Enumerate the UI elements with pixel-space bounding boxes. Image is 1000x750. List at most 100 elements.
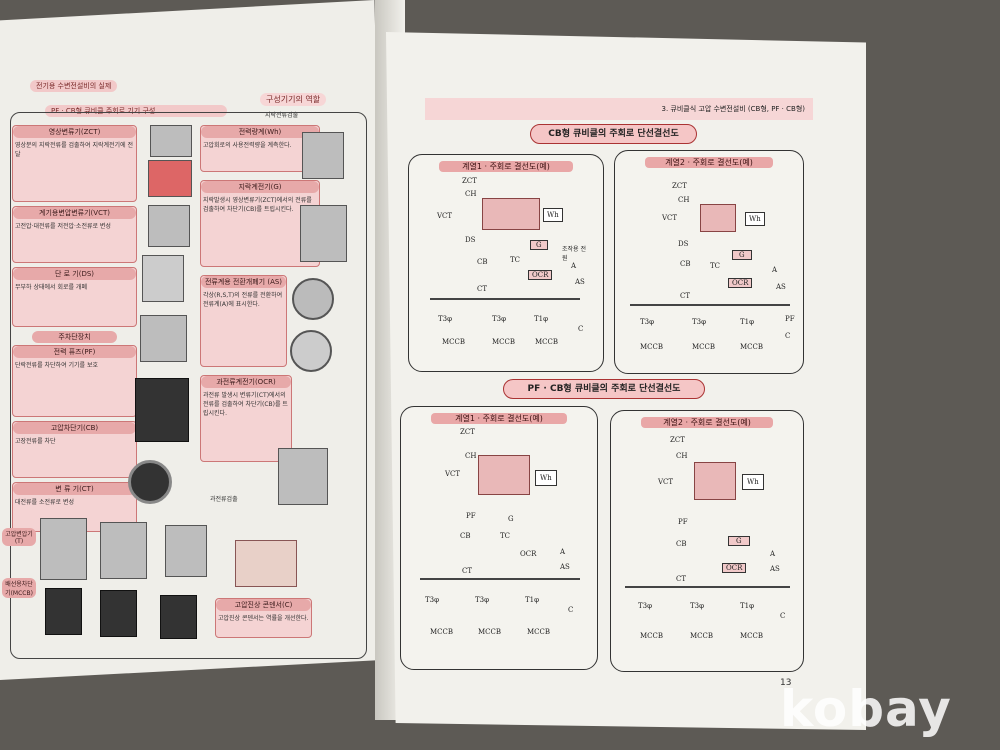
ocr-relay: OCR <box>528 270 553 280</box>
mccb-1 <box>45 588 82 635</box>
mccb-label: 배선용차단기(MCCB) <box>2 578 36 598</box>
label-mccb: MCCB <box>478 628 502 636</box>
item-label: 전류계용 전환개폐기 (AS) <box>201 276 286 288</box>
bus-line <box>430 298 580 300</box>
vct-box <box>700 204 736 232</box>
label-tc: TC <box>510 256 521 264</box>
label-t1: T1φ <box>525 596 540 604</box>
label-t3: T3φ <box>438 315 453 323</box>
label-c: C <box>578 325 584 333</box>
wh-meter: Wh <box>742 474 764 490</box>
item-label: 단 로 기(DS) <box>13 268 136 280</box>
g-relay: G <box>728 536 750 546</box>
mccb-3 <box>160 595 197 639</box>
diagram-pfcb-1: 계열1 · 주회로 결선도(예) <box>400 406 598 670</box>
ground-fault-note: 지락전류검출 <box>265 112 299 119</box>
left-item-list: 영상변류기(ZCT) 영상분의 지락전류를 검출하여 지락계전기에 전달 계기용… <box>12 125 137 532</box>
label-trip-source: 조작용 전원 <box>562 246 586 262</box>
diagram-cb-2: 계열2 · 주회로 결선도(예) <box>614 150 804 374</box>
item-text: 대전류를 소전류로 변성 <box>15 499 75 506</box>
label-a: A <box>560 548 566 556</box>
cb-device <box>135 378 189 442</box>
item-label: 전력량계(Wh) <box>201 126 319 138</box>
wh-meter: Wh <box>543 208 563 222</box>
item-text: 과전류 발생시 변류기(CT)에서의 전류를 검출하여 차단기(CB)를 트립시… <box>203 392 288 417</box>
label-mccb: MCCB <box>527 628 551 636</box>
label-ch: CH <box>465 452 477 460</box>
bus-line <box>630 304 790 306</box>
as-switch-device <box>290 330 332 372</box>
label-mccb: MCCB <box>640 343 664 351</box>
item-text: 고장전류를 차단 <box>15 438 56 445</box>
label-t3: T3φ <box>640 318 655 326</box>
right-page-header: 3. 큐비클식 고압 수변전설비 (CB형, PF · CB형) <box>425 98 813 120</box>
label-c: C <box>568 606 574 614</box>
wh-meter: Wh <box>535 470 557 486</box>
label-pf: PF <box>678 518 688 526</box>
label-c: C <box>780 612 786 620</box>
item-ds: 단 로 기(DS) 무부하 상태에서 회로를 개폐 <box>12 267 137 327</box>
diagram-cb-1: 계열1 · 주회로 결선도(예) <box>408 154 604 372</box>
item-text: 각상(R,S,T)의 전류를 전환하여 전류계(A)에 표시한다. <box>203 292 283 308</box>
label-as: AS <box>575 278 585 286</box>
label-mccb: MCCB <box>740 632 764 640</box>
item-label: 변 류 기(CT) <box>13 483 136 495</box>
item-text: 고전압·대전류를 저전압·소전류로 변성 <box>15 223 111 230</box>
item-zct: 영상변류기(ZCT) 영상분의 지락전류를 검출하여 지락계전기에 전달 <box>12 125 137 202</box>
label-mccb: MCCB <box>430 628 454 636</box>
diagram-pfcb-2: 계열2 · 주회로 결선도(예) <box>610 410 804 672</box>
label-a: A <box>571 262 577 270</box>
bus-line <box>420 578 580 580</box>
ocr-relay: OCR <box>722 563 747 573</box>
left-diagram-frame <box>10 112 367 659</box>
ocr-relay: OCR <box>728 278 753 288</box>
vct-box <box>482 198 540 230</box>
item-text: 단락전류를 차단하여 기기를 보호 <box>15 362 99 369</box>
label-cb: CB <box>477 258 488 266</box>
section1-title: CB형 큐비클의 주회로 단선결선도 <box>530 124 697 144</box>
label-vct: VCT <box>445 470 461 478</box>
label-vct: VCT <box>658 478 674 486</box>
left-page-header: 전기용 수변전설비의 실제 <box>30 80 118 92</box>
item-c: 고압진상 콘덴서(C) 고압진상 콘덴서는 역률을 개선한다. <box>215 598 312 638</box>
overcurrent-note: 과전류검출 <box>210 496 238 503</box>
item-text: 무부하 상태에서 회로를 개폐 <box>15 284 87 291</box>
label-cb: CB <box>680 260 691 268</box>
mccb-2 <box>100 590 137 637</box>
label-mccb: MCCB <box>640 632 664 640</box>
label-ch: CH <box>678 196 690 204</box>
label-t1: T1φ <box>534 315 549 323</box>
wh-meter-device <box>302 132 344 179</box>
label-mccb: MCCB <box>492 338 516 346</box>
g-relay-device <box>300 205 347 262</box>
g-relay: G <box>530 240 548 250</box>
label-mccb: MCCB <box>740 343 764 351</box>
item-label: 고압진상 콘덴서(C) <box>216 599 311 611</box>
label-ch: CH <box>465 190 477 198</box>
item-ocr: 과전류계전기(OCR) 과전류 발생시 변류기(CT)에서의 전류를 검출하여 … <box>200 375 292 462</box>
vct-device <box>148 205 190 247</box>
label-zct: ZCT <box>670 436 685 444</box>
label-tc: TC <box>500 532 511 540</box>
label-c: C <box>785 332 791 340</box>
item-vct: 계기용변압변류기(VCT) 고전압·대전류를 저전압·소전류로 변성 <box>12 206 137 263</box>
label-a: A <box>772 266 778 274</box>
label-mccb: MCCB <box>692 343 716 351</box>
vct-box <box>478 455 530 495</box>
label-ds: DS <box>678 240 689 248</box>
label-t1: T1φ <box>740 318 755 326</box>
item-label: 영상변류기(ZCT) <box>13 126 136 138</box>
diagram-header: 계열1 · 주회로 결선도(예) <box>439 161 573 172</box>
label-as: AS <box>770 565 780 573</box>
label-zct: ZCT <box>460 428 475 436</box>
item-pf: 전력 퓨즈(PF) 단락전류를 차단하여 기기를 보호 <box>12 345 137 417</box>
item-text: 영상분의 지락전류를 검출하여 지락계전기에 전달 <box>15 142 134 158</box>
item-label: 전력 퓨즈(PF) <box>13 346 136 358</box>
label-t1: T1φ <box>740 602 755 610</box>
item-text: 지락발생시 영상변류기(ZCT)에서의 전류를 검출하여 차단기(CB)를 트립… <box>203 197 312 213</box>
vct-box <box>694 462 736 500</box>
item-wh: 전력량계(Wh) 고압회로의 사용전력량을 계측한다. <box>200 125 320 172</box>
zct-device <box>150 125 192 157</box>
item-text: 고압회로의 사용전력량을 계측한다. <box>203 142 292 149</box>
diagram-header: 계열1 · 주회로 결선도(예) <box>431 413 567 424</box>
